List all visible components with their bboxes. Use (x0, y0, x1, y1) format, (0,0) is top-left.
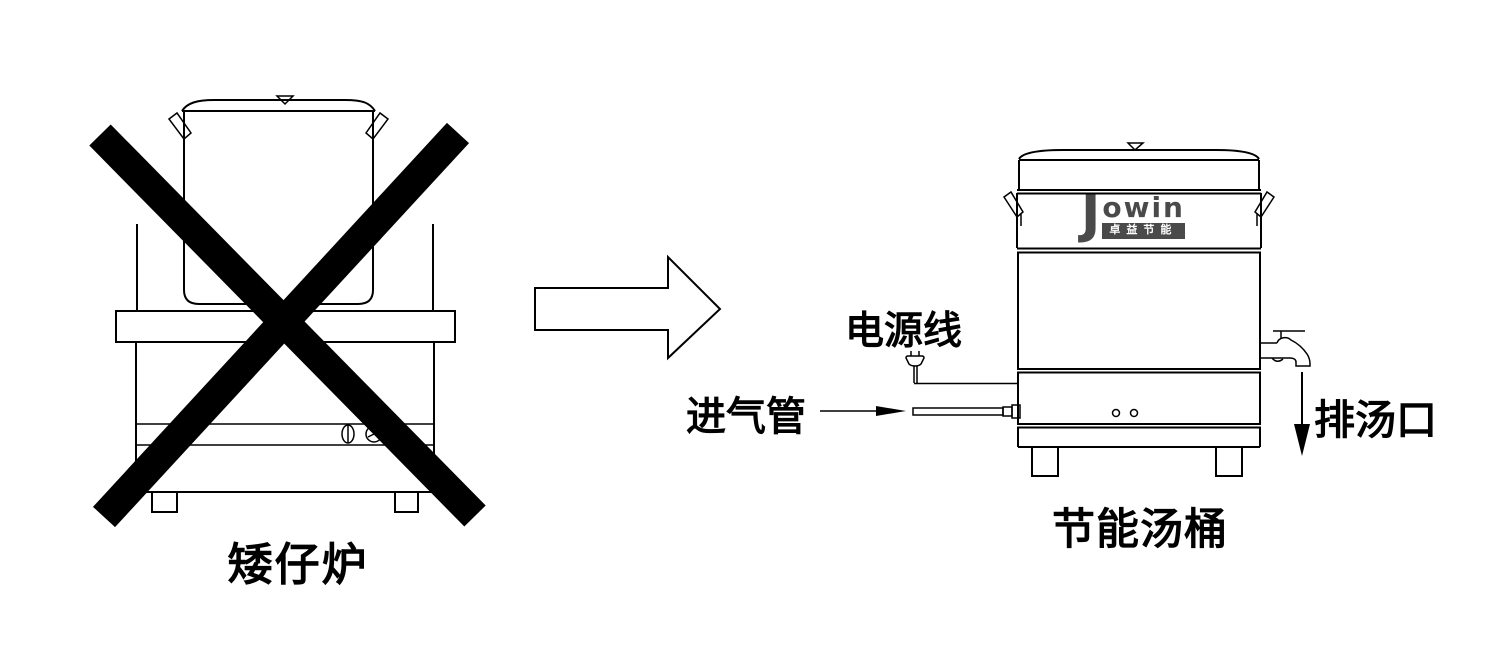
low-stove-figure (89, 95, 486, 528)
jowin-logo-rest: owin (1102, 191, 1185, 224)
barrel-foot-left (1031, 446, 1059, 477)
power-cord-label: 电源线 (845, 310, 963, 353)
barrel-indicator-2 (1129, 408, 1139, 418)
prohibition-x-icon (89, 122, 486, 528)
jowin-logo-subtext: 卓益节能 (1102, 223, 1185, 239)
intake-pipe-fitting-2 (1011, 404, 1021, 419)
barrel-foot-right (1215, 446, 1243, 477)
barrel-handle-left (1002, 190, 1024, 219)
pot-lid-knob (275, 95, 295, 106)
jowin-logo-initial: J (1081, 185, 1101, 245)
intake-arrow-head (876, 406, 906, 416)
stove-foot-left (151, 491, 178, 513)
jowin-logo: J owin 卓益节能 (1081, 185, 1185, 245)
soup-barrel-figure (820, 142, 1311, 477)
outlet-arrow-icon (1294, 372, 1310, 456)
intake-arrow-icon (820, 406, 906, 416)
power-plug-icon (905, 351, 925, 367)
pot-handle-left (167, 111, 193, 141)
jowin-logo-column: owin 卓益节能 (1102, 194, 1185, 239)
barrel-handle-right (1254, 190, 1276, 219)
pot-handle-right (364, 111, 390, 141)
prohibition-x-stroke-2 (92, 122, 470, 528)
soup-outlet-label: 排汤口 (1314, 397, 1437, 443)
barrel-lid-top (1018, 149, 1260, 160)
barrel-lid-knob (1126, 142, 1145, 152)
transform-arrow-icon (534, 254, 722, 361)
faucet-spout (1270, 336, 1311, 367)
intake-pipe (912, 404, 1021, 419)
intake-pipe-tube (912, 407, 1004, 416)
plug-body (905, 355, 925, 367)
outlet-arrow-head (1294, 424, 1310, 456)
intake-pipe-fitting-1 (1002, 406, 1013, 417)
soup-barrel-caption: 节能汤桶 (1052, 506, 1228, 554)
low-stove-caption: 矮仔炉 (227, 539, 369, 590)
pot-lid (181, 99, 376, 112)
stove-foot-right (394, 491, 419, 513)
faucet-under-lip (1271, 357, 1284, 362)
faucet-icon (1260, 330, 1311, 367)
barrel-indicator-1 (1111, 408, 1121, 418)
intake-pipe-label: 进气管 (686, 395, 806, 439)
